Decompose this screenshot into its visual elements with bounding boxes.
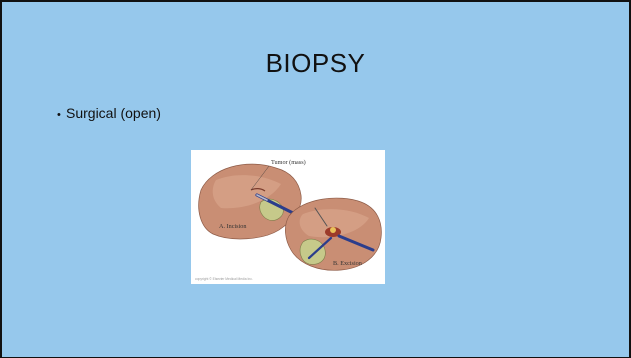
bullet-list: • Surgical (open) [57, 105, 161, 121]
copyright-text: copyright © Elsevier Medical Media Inc. [195, 277, 253, 281]
bullet-text: Surgical (open) [66, 105, 161, 121]
excision-label: B. Excision [333, 260, 362, 267]
biopsy-illustration: Tumor (mass) A. Incision B. Excision cop… [191, 150, 385, 284]
bullet-icon: • [57, 109, 66, 121]
tumor-mass [330, 227, 336, 233]
incision-label: A. Incision [219, 223, 247, 230]
biopsy-illustration-svg: Tumor (mass) A. Incision B. Excision cop… [191, 150, 385, 284]
slide-title: BIOPSY [2, 48, 629, 79]
glove-b [300, 239, 325, 264]
tumor-label: Tumor (mass) [271, 159, 306, 166]
bullet-item: • Surgical (open) [57, 105, 161, 121]
